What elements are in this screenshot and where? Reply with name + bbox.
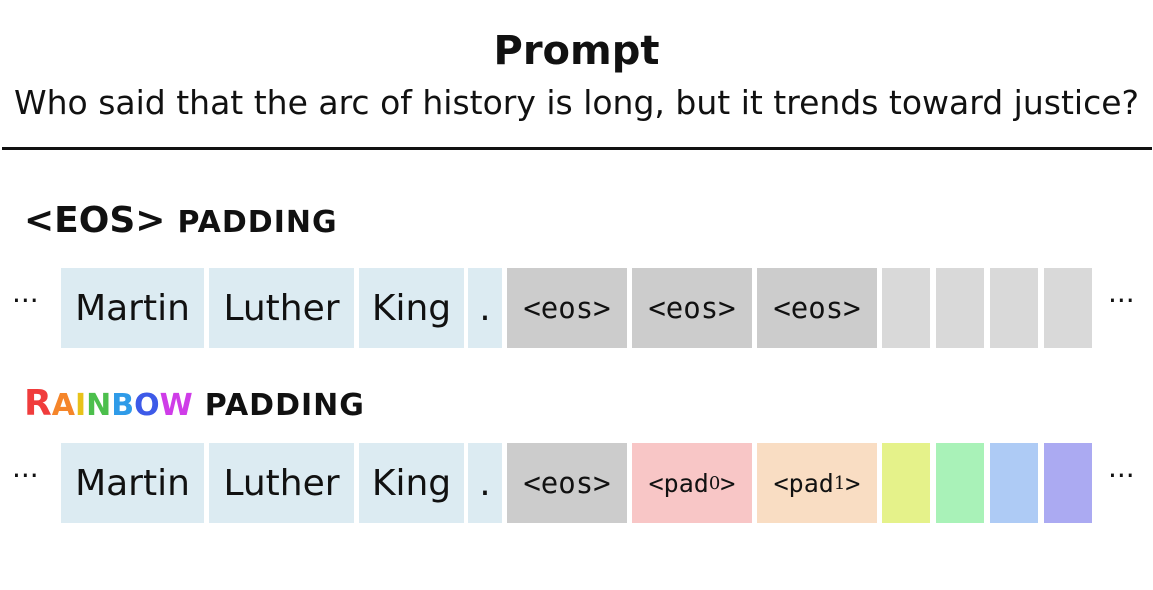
- rainbow-title-initial: R: [24, 383, 52, 424]
- rainbow-title-letter: W: [159, 388, 193, 423]
- eos-token-row: ··· Martin Luther King . <eos> <eos> <eo…: [0, 268, 1153, 348]
- rainbow-title-letter: A: [51, 388, 75, 423]
- rainbow-title-letter: N: [86, 388, 112, 423]
- rainbow-title-letter: O: [134, 388, 160, 423]
- divider: [2, 147, 1152, 150]
- ellipsis-left: ···: [12, 459, 39, 492]
- prompt-text: Who said that the arc of history is long…: [13, 83, 1140, 122]
- token-empty: [990, 268, 1038, 348]
- rainbow-padding-title: RAINBOW PADDING: [24, 383, 365, 427]
- token-period: .: [468, 268, 502, 348]
- token-empty: [936, 268, 984, 348]
- token-eos: <eos>: [632, 268, 752, 348]
- token-eos: <eos>: [507, 443, 627, 523]
- rainbow-title-letter: I: [74, 388, 87, 423]
- rainbow-title-suffix: PADDING: [204, 388, 365, 423]
- pad-prefix: <pad: [773, 468, 834, 498]
- pad-suffix: >: [720, 468, 736, 498]
- token-eos: <eos>: [507, 268, 627, 348]
- pad-suffix: >: [845, 468, 861, 498]
- token-word: Martin: [61, 268, 204, 348]
- token-empty: [882, 268, 930, 348]
- token-eos: <eos>: [757, 268, 877, 348]
- token-pad-color: [936, 443, 984, 523]
- ellipsis-right: ···: [1108, 459, 1135, 492]
- token-pad-color: [882, 443, 930, 523]
- prompt-title: Prompt: [493, 28, 660, 74]
- token-word: King: [359, 268, 464, 348]
- ellipsis-left: ···: [12, 284, 39, 317]
- token-period: .: [468, 443, 502, 523]
- token-word: Luther: [209, 268, 354, 348]
- rainbow-title-letter: B: [111, 388, 135, 423]
- pad-index: 1: [833, 472, 846, 494]
- token-word: Martin: [61, 443, 204, 523]
- token-pad-color: [990, 443, 1038, 523]
- pad-index: 0: [708, 472, 721, 494]
- eos-title-suffix: PADDING: [177, 205, 338, 240]
- token-word: King: [359, 443, 464, 523]
- eos-padding-title: <EOS> PADDING: [24, 200, 338, 244]
- token-word: Luther: [209, 443, 354, 523]
- token-empty: [1044, 268, 1092, 348]
- token-pad-color: [1044, 443, 1092, 523]
- pad-prefix: <pad: [648, 468, 709, 498]
- eos-title-main: <EOS>: [24, 200, 166, 241]
- ellipsis-right: ···: [1108, 284, 1135, 317]
- rainbow-title-rest: AINBOW: [52, 388, 193, 423]
